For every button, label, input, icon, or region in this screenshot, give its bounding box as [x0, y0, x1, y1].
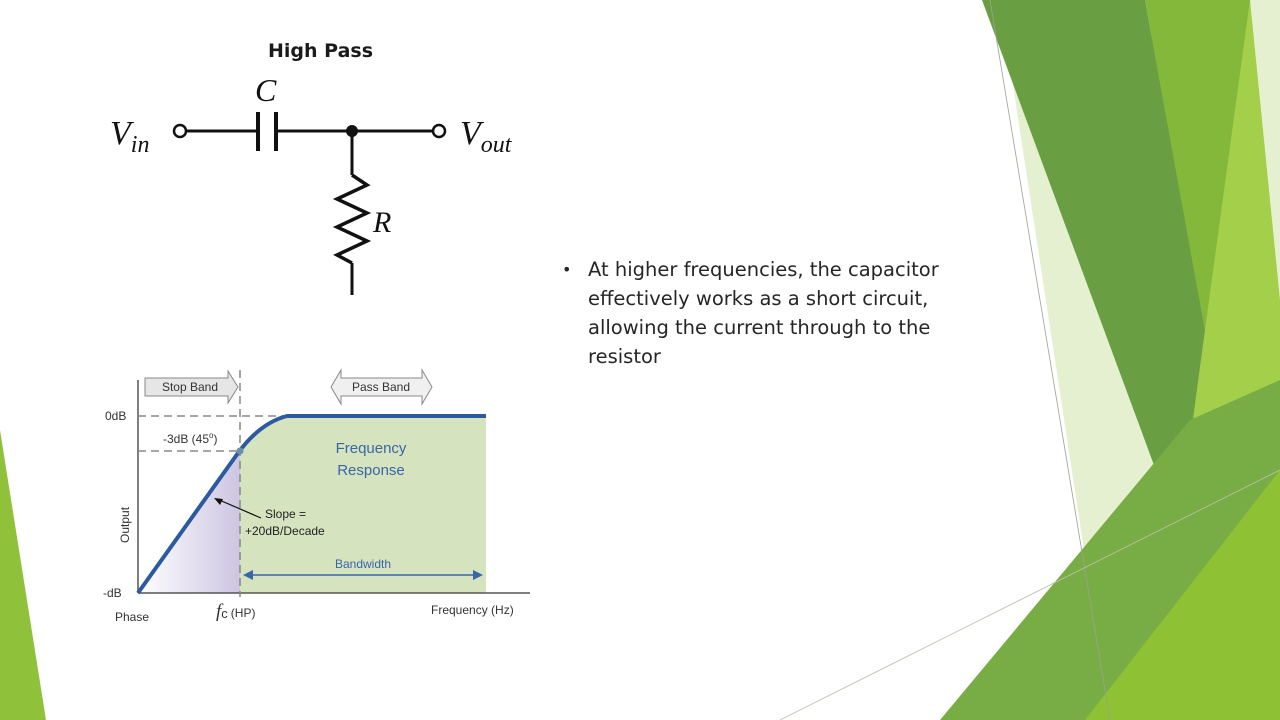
vout-terminal: [431, 123, 447, 139]
resistor: [332, 173, 372, 265]
vin-sub: in: [131, 132, 150, 158]
phase-label: Phase: [115, 610, 149, 624]
fc-sub: c: [221, 606, 228, 621]
frequency-response-chart: Stop Band Pass Band 0dB -3dB (45o) -dB O…: [103, 368, 530, 624]
deco-left-sliver: [0, 430, 46, 720]
pass-band-label: Pass Band: [352, 380, 410, 394]
vout-sub: out: [481, 132, 513, 158]
slope-pointer: [216, 498, 262, 519]
bandwidth-arrow-right: [473, 570, 483, 580]
vin-label: Vin: [110, 115, 149, 158]
label-3db-text: -3dB (45: [163, 432, 209, 446]
cutoff-point: [236, 447, 244, 455]
fc-hp: (HP): [231, 606, 256, 620]
bullet-list: • At higher frequencies, the capacitor e…: [562, 255, 982, 371]
fc-label: fc(HP): [216, 601, 255, 622]
bullet-dot-icon: •: [562, 260, 572, 279]
label-minus-db: -dB: [103, 586, 122, 600]
vin-terminal: [172, 123, 188, 139]
bullet-item: • At higher frequencies, the capacitor e…: [562, 255, 982, 371]
capacitor-label: C: [255, 75, 277, 108]
high-pass-circuit: Vin Vout C R: [110, 75, 513, 295]
axis-output-label: Output: [118, 506, 132, 543]
x-axis-label: Frequency (Hz): [431, 603, 514, 617]
pass-band-arrow: [330, 368, 433, 406]
slope-pointer-head: [214, 498, 223, 505]
label-3db-degree: o: [209, 431, 214, 440]
slide-title: High Pass: [268, 40, 374, 62]
bullet-text: At higher frequencies, the capacitor eff…: [588, 258, 939, 368]
bandwidth-arrow-left: [243, 570, 253, 580]
stop-band-arrow: [144, 369, 239, 405]
resistor-label: R: [372, 206, 391, 239]
deco-bottom-bright: [1085, 470, 1280, 720]
label-3db-close: ): [213, 432, 217, 446]
label-3db: -3dB (45o): [163, 431, 217, 446]
slope-line2: +20dB/Decade: [245, 524, 325, 538]
label-0db: 0dB: [105, 409, 126, 423]
deco-thin-line-1: [989, 0, 1111, 720]
stop-band-label: Stop Band: [162, 380, 218, 394]
deco-mid-band: [1145, 0, 1250, 330]
vout-label: Vout: [460, 115, 513, 158]
freq-response-line2: Response: [337, 462, 405, 479]
deco-thin-line-2: [779, 469, 1280, 720]
pass-band-fill: [240, 416, 486, 593]
freq-response-line1: Frequency: [336, 440, 407, 457]
slope-line1: Slope =: [265, 507, 306, 521]
fc-main: f: [216, 601, 224, 622]
deco-dark-band: [982, 0, 1205, 530]
bandwidth-label: Bandwidth: [335, 557, 391, 571]
